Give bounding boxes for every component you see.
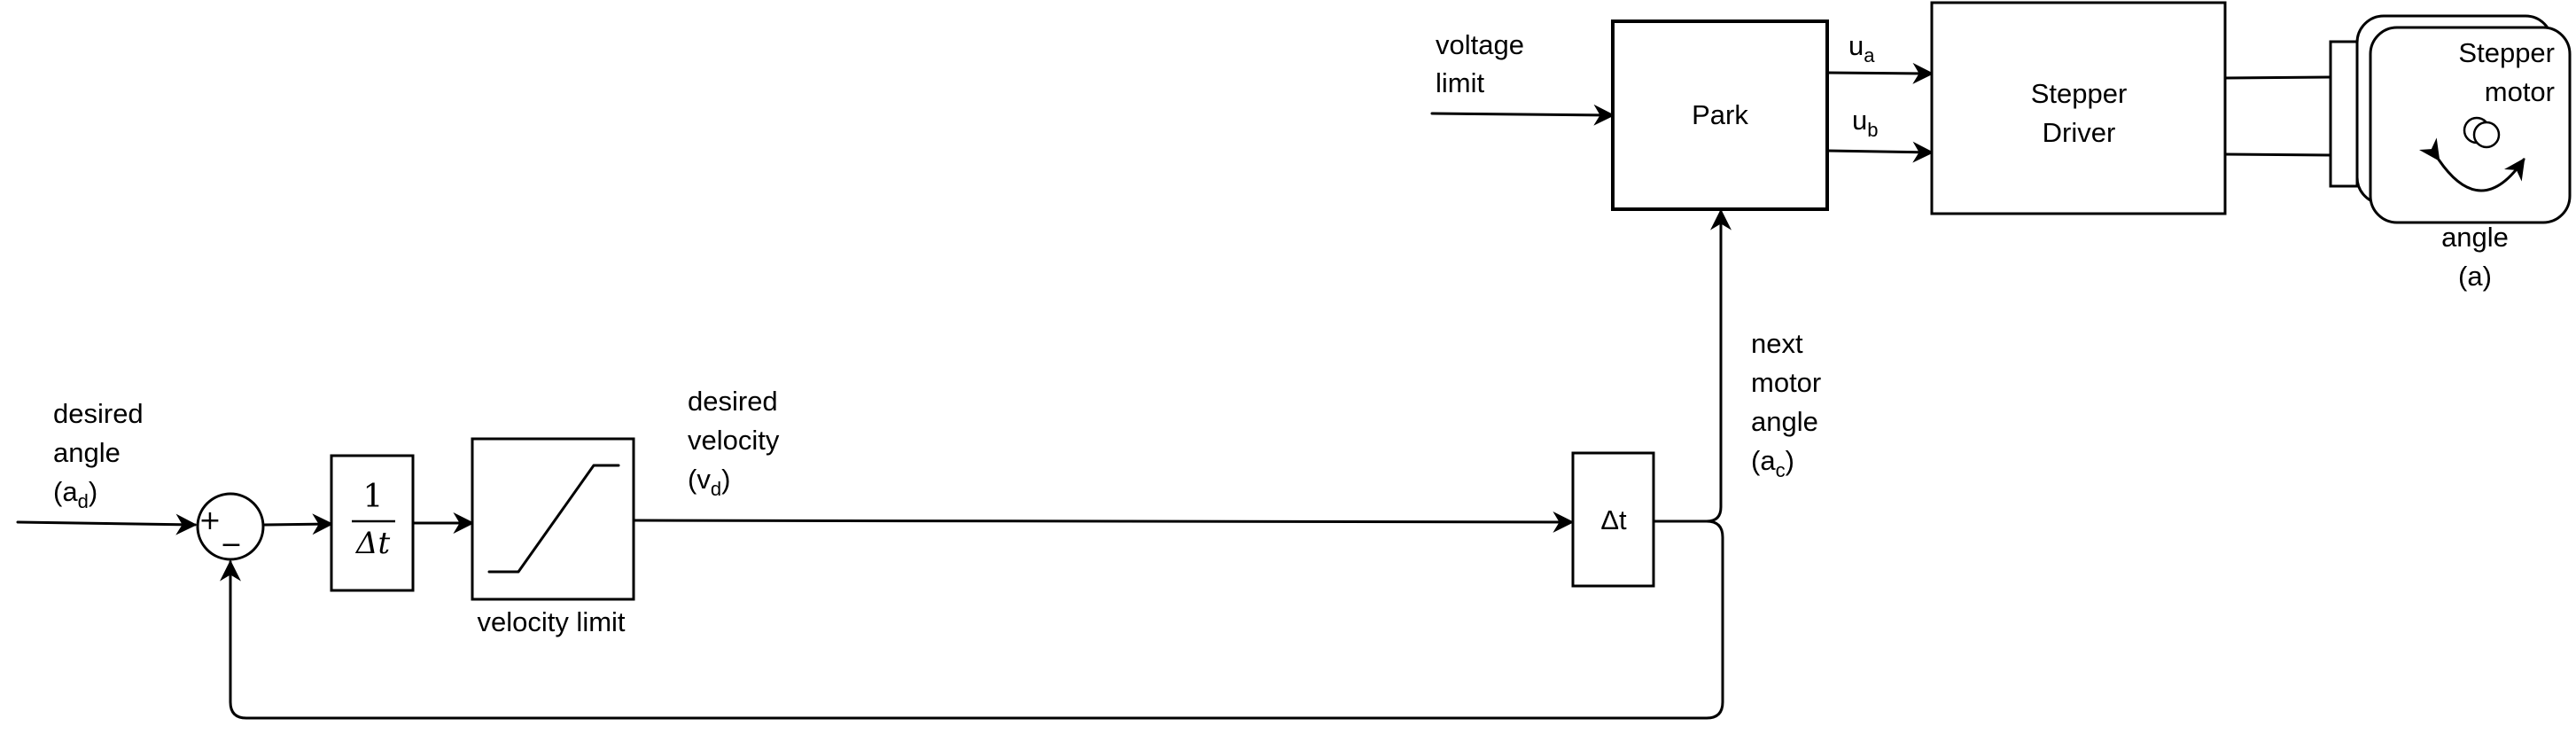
park-block: Park [1611,20,1829,211]
driver-label-line1: Stepper [2031,78,2128,109]
velocity-line [633,511,1575,533]
voltage-limit-label-line2: limit [1436,67,1484,98]
motor-angle-label-line1: angle [2441,222,2509,253]
next-angle-label-line2: motor [1751,367,1821,398]
input-line [16,513,198,535]
park-label: Park [1692,99,1748,130]
velocity-label-line1: desired [688,386,778,417]
velocity-label-line2: velocity [688,425,780,456]
summing-junction: + − [196,492,265,561]
saturation-icon [487,464,620,574]
next-angle-to-park-line [1652,208,1732,523]
driver-to-motor-line-1 [2222,75,2332,80]
inverse-dt-block: 1 Δt [330,454,415,592]
motor-label-line2: motor [2485,76,2555,107]
motor-angle-label-line2: (a) [2458,261,2492,292]
velocity-limit-label: velocity limit [477,606,625,637]
input-label-line2: angle [53,437,121,468]
motor-label-line1: Stepper [2458,37,2555,68]
ua-label: ua [1848,30,1875,66]
ub-label: ub [1852,105,1879,141]
velocity-label-line3: (vd) [688,464,730,500]
next-angle-label-line1: next [1751,328,1803,359]
motor-shaft [2329,40,2359,188]
dt-block: Δt [1571,451,1655,588]
input-label-line1: desired [53,398,144,429]
voltage-limit-label-line1: voltage [1436,29,1524,60]
rotation-icon [2418,116,2525,192]
dt-label: Δt [1600,504,1627,535]
driver-to-motor-line-2 [2222,152,2332,157]
ub-line [1825,141,1934,163]
next-angle-label-line4: (ac) [1751,445,1794,481]
ua-line [1825,62,1934,84]
inverse-dt-numerator: 1 [363,479,384,515]
voltage-limit-line [1430,104,1615,126]
next-angle-label-line3: angle [1751,406,1818,437]
feedback-line [220,519,1724,720]
inverse-dt-denominator: Δt [354,526,391,561]
input-label-line3: (ad) [53,476,97,512]
minus-sign: − [220,529,242,560]
sum-to-inverse-dt-line [263,513,334,535]
stepper-motor: Stepper motor [2329,14,2572,224]
velocity-limit-block [471,437,635,601]
driver-label-line2: Driver [2043,117,2116,148]
plus-sign: + [198,505,221,536]
stepper-driver-block: Stepper Driver [1930,1,2227,215]
